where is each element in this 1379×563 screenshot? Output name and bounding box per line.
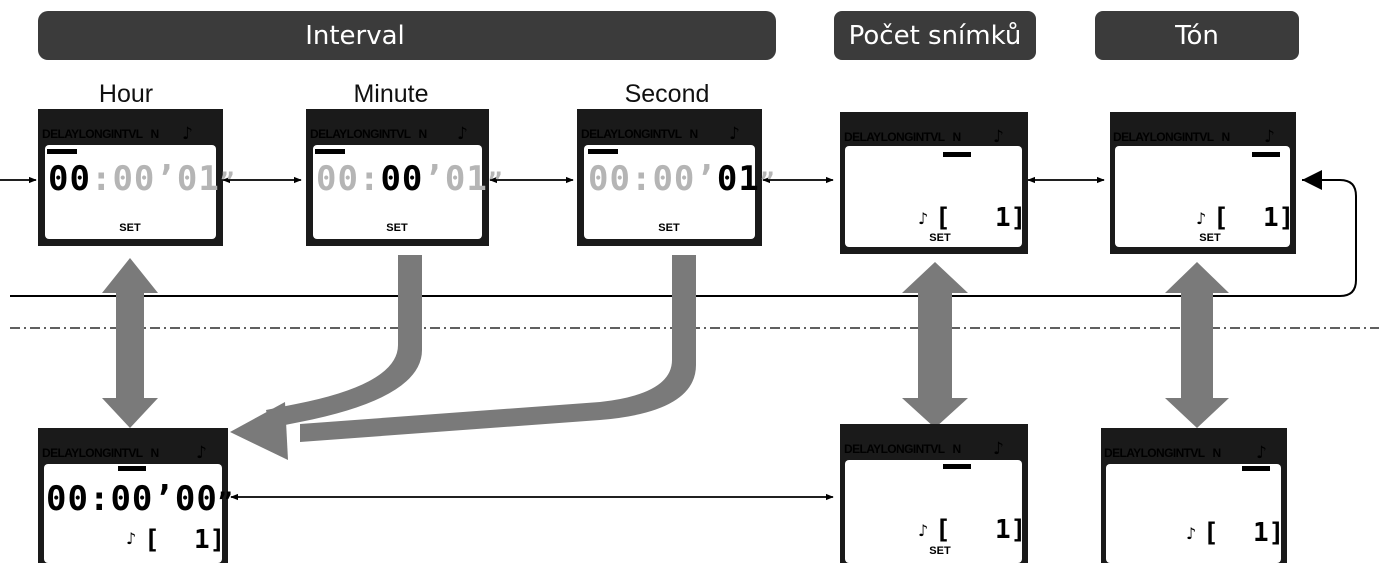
lcd-second-time: 00:00’01” xyxy=(588,159,775,199)
lcd-pocet-bottom-count: 1] xyxy=(995,515,1026,545)
lcd-pocet-bottom-note-icon: ♪ xyxy=(993,439,1004,459)
lcd-minute-set: SET xyxy=(386,222,408,234)
lcd-pocet-top-note-icon: ♪ xyxy=(993,127,1004,147)
lcd-ton-top-note-icon: ♪ xyxy=(1264,127,1275,147)
lcd-ton-bottom-cursor xyxy=(1242,466,1270,471)
lcd-ton-top-bracket-open: [ xyxy=(1213,203,1229,233)
pocet-double-arrow xyxy=(902,262,968,428)
lcd-ton-top-cursor xyxy=(1252,152,1280,157)
lcd-hour-note-icon: ♪ xyxy=(182,124,193,144)
lcd-ton-bottom-note-icon: ♪ xyxy=(1256,443,1267,463)
lcd-ton-top-count: 1] xyxy=(1263,203,1294,233)
lcd-summary-note-icon: ♪ xyxy=(196,443,207,463)
lcd-pocet-bottom-cursor xyxy=(943,464,971,469)
ton-header-label: Tón xyxy=(1174,21,1219,51)
lcd-summary-bracket-open: [ xyxy=(144,525,160,555)
ton-double-arrow xyxy=(1165,262,1229,428)
hour-label: Hour xyxy=(99,80,153,108)
second-label: Second xyxy=(625,80,710,108)
lcd-second-cursor xyxy=(588,149,618,154)
lcd-pocet-top-tone-icon: ♪ xyxy=(918,209,928,228)
lcd-ton-bottom-tone-icon: ♪ xyxy=(1186,524,1196,543)
lcd-pocet-bottom-bracket-open: [ xyxy=(935,515,951,545)
gray-arrows xyxy=(102,255,1229,460)
lcd-pocet-top-count: 1] xyxy=(995,203,1026,233)
lcd-pocet-top-bracket-open: [ xyxy=(935,203,951,233)
curved-arrowhead xyxy=(230,402,288,460)
lcd-summary-time: 00:00’00” xyxy=(46,479,233,519)
lcd-ton-top-tone-icon: ♪ xyxy=(1196,209,1206,228)
second-curved-arrow xyxy=(300,255,696,442)
lcd-hour-set: SET xyxy=(119,222,141,234)
lcd-minute-note-icon: ♪ xyxy=(457,124,468,144)
lcd-ton-bottom-bracket-open: [ xyxy=(1203,518,1219,548)
ton-header: Tón xyxy=(1095,11,1299,60)
interval-header-label: Interval xyxy=(305,21,405,51)
lcd-hour-time: 00:00’01” xyxy=(48,159,235,199)
lcd-pocet-bottom-set: SET xyxy=(929,545,951,557)
interval-header: Interval xyxy=(38,11,776,60)
minute-label: Minute xyxy=(353,80,428,108)
pocet-snimku-header: Počet snímků xyxy=(834,11,1036,60)
return-loop-line xyxy=(1302,179,1357,297)
hour-double-arrow xyxy=(102,258,158,428)
navigation-arrows xyxy=(0,176,1105,501)
lcd-pocet-bottom-tone-icon: ♪ xyxy=(918,521,928,540)
lcd-pocet-top-set: SET xyxy=(929,232,951,244)
lcd-hour-cursor xyxy=(47,149,77,154)
lcd-ton-top-set: SET xyxy=(1199,232,1221,244)
lcd-ton-bottom-count: 1] xyxy=(1253,518,1284,548)
minute-curved-arrow xyxy=(266,255,422,428)
lcd-pocet-top-cursor xyxy=(943,152,971,157)
lcd-summary-tone-icon: ♪ xyxy=(126,529,136,548)
return-loop-arrowhead xyxy=(1302,170,1322,190)
lcd-summary-cursor xyxy=(118,466,146,471)
pocet-snimku-header-label: Počet snímků xyxy=(849,21,1022,51)
lcd-second-set: SET xyxy=(658,222,680,234)
lcd-minute-time: 00:00’01” xyxy=(316,159,503,199)
lcd-second-note-icon: ♪ xyxy=(729,124,740,144)
lcd-minute-cursor xyxy=(315,149,345,154)
lcd-summary-count: 1] xyxy=(194,525,225,555)
